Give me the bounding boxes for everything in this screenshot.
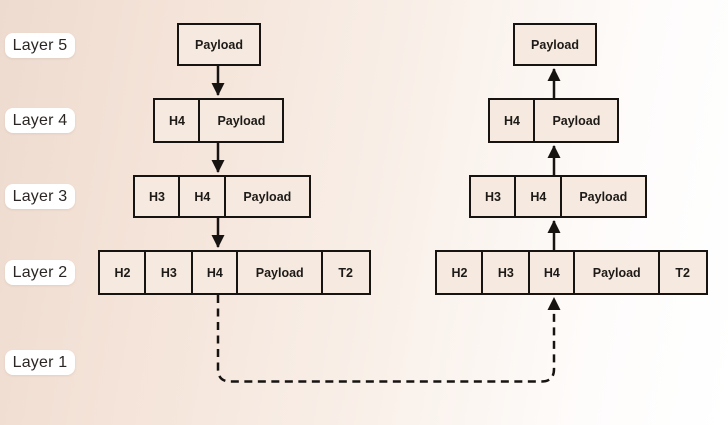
- header-cell-h4: H4: [178, 175, 227, 218]
- header-cell-h4: H4: [527, 250, 576, 295]
- sender-layer5-pdu: Payload: [177, 23, 261, 66]
- payload-cell: Payload: [559, 175, 647, 218]
- sender-layer4-pdu: H4 Payload: [153, 98, 285, 143]
- header-cell-h4: H4: [190, 250, 239, 295]
- payload-cell: Payload: [573, 250, 661, 295]
- sender-layer3-pdu: H3 H4 Payload: [133, 175, 311, 218]
- receiver-layer2-pdu: H2 H3 H4 Payload T2: [435, 250, 708, 295]
- payload-cell: Payload: [513, 23, 597, 66]
- payload-cell: Payload: [198, 98, 285, 143]
- payload-cell: Payload: [236, 250, 324, 295]
- header-cell-h3: H3: [133, 175, 181, 218]
- sender-layer2-pdu: H2 H3 H4 Payload T2: [98, 250, 371, 295]
- payload-cell: Payload: [533, 98, 620, 143]
- physical-link-dashed-arrow-icon: [216, 295, 561, 383]
- header-cell-h3: H3: [144, 250, 194, 295]
- receiver-layer3-pdu: H3 H4 Payload: [469, 175, 647, 218]
- layer-label-2: Layer 2: [5, 260, 75, 285]
- trailer-cell-t2: T2: [657, 250, 708, 295]
- header-cell-h4: H4: [488, 98, 536, 143]
- receiver-layer5-pdu: Payload: [513, 23, 597, 66]
- receiver-layer4-pdu: H4 Payload: [488, 98, 620, 143]
- payload-cell: Payload: [223, 175, 311, 218]
- layer-label-5: Layer 5: [5, 33, 75, 58]
- payload-cell: Payload: [177, 23, 261, 66]
- header-cell-h2: H2: [435, 250, 484, 295]
- header-cell-h3: H3: [481, 250, 531, 295]
- header-cell-h2: H2: [98, 250, 147, 295]
- header-cell-h4: H4: [514, 175, 563, 218]
- header-cell-h3: H3: [469, 175, 517, 218]
- layer-label-4: Layer 4: [5, 108, 75, 133]
- trailer-cell-t2: T2: [320, 250, 371, 295]
- layer-label-1: Layer 1: [5, 350, 75, 375]
- layer-label-3: Layer 3: [5, 184, 75, 209]
- header-cell-h4: H4: [153, 98, 201, 143]
